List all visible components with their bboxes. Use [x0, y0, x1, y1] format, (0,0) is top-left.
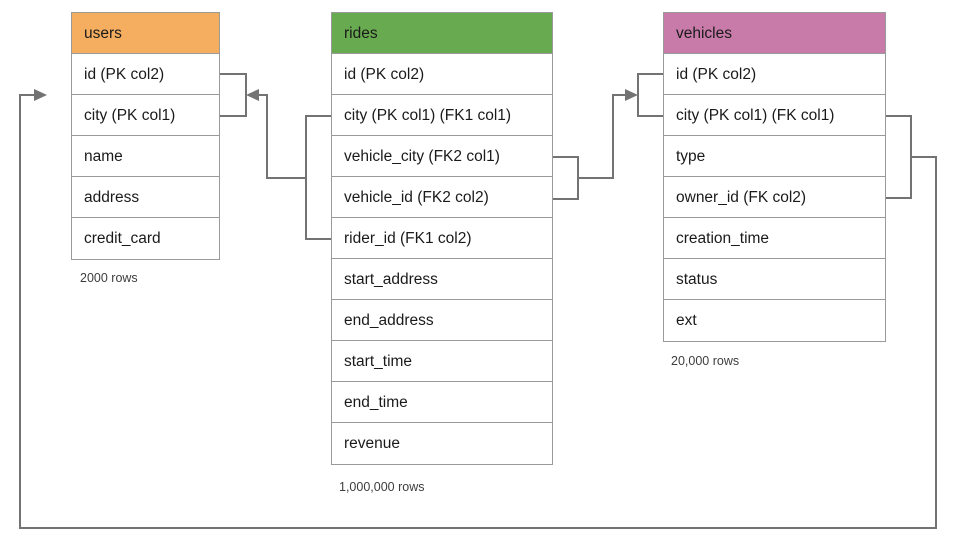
- table-vehicles-column-owner-id[interactable]: owner_id (FK col2): [664, 177, 885, 218]
- table-users-column-city[interactable]: city (PK col1): [72, 95, 219, 136]
- edge-rides-to-users-path: [255, 94, 306, 179]
- edge-rides-to-vehicles-target-bracket: [637, 73, 663, 117]
- table-rides-column-end-address[interactable]: end_address: [332, 300, 552, 341]
- edge-vehicles-to-users-arrowhead: [34, 89, 47, 101]
- table-rides-column-rider-id[interactable]: rider_id (FK1 col2): [332, 218, 552, 259]
- edge-rides-to-users-arrowhead: [246, 89, 259, 101]
- table-vehicles-row-count: 20,000 rows: [671, 354, 740, 368]
- table-users-column-address[interactable]: address: [72, 177, 219, 218]
- table-rides-row-count: 1,000,000 rows: [339, 480, 425, 494]
- table-vehicles-column-status[interactable]: status: [664, 259, 885, 300]
- table-rides-column-city[interactable]: city (PK col1) (FK1 col1): [332, 95, 552, 136]
- table-rides-header: rides: [332, 13, 552, 54]
- edge-rides-to-vehicles-bracket: [553, 156, 579, 200]
- table-vehicles-column-creation-time[interactable]: creation_time: [664, 218, 885, 259]
- edge-rides-to-vehicles-arrowhead: [625, 89, 638, 101]
- table-vehicles-column-type[interactable]: type: [664, 136, 885, 177]
- table-rides-column-id[interactable]: id (PK col2): [332, 54, 552, 95]
- table-rides-column-vehicle-id[interactable]: vehicle_id (FK2 col2): [332, 177, 552, 218]
- table-vehicles-column-city[interactable]: city (PK col1) (FK col1): [664, 95, 885, 136]
- table-users-column-name[interactable]: name: [72, 136, 219, 177]
- table-users-column-id[interactable]: id (PK col2): [72, 54, 219, 95]
- edge-rides-to-users-bracket: [305, 115, 331, 240]
- table-users[interactable]: users id (PK col2) city (PK col1) name a…: [71, 12, 220, 260]
- edge-vehicles-to-users-bracket: [886, 115, 912, 199]
- table-vehicles-column-id[interactable]: id (PK col2): [664, 54, 885, 95]
- table-rides-column-revenue[interactable]: revenue: [332, 423, 552, 464]
- table-rides[interactable]: rides id (PK col2) city (PK col1) (FK1 c…: [331, 12, 553, 465]
- edge-rides-to-users-target-bracket: [220, 73, 247, 117]
- table-users-row-count: 2000 rows: [80, 271, 138, 285]
- table-rides-column-vehicle-city[interactable]: vehicle_city (FK2 col1): [332, 136, 552, 177]
- table-users-header: users: [72, 13, 219, 54]
- table-users-column-credit-card[interactable]: credit_card: [72, 218, 219, 259]
- edge-rides-to-vehicles-path: [578, 94, 626, 179]
- table-vehicles-header: vehicles: [664, 13, 885, 54]
- table-vehicles[interactable]: vehicles id (PK col2) city (PK col1) (FK…: [663, 12, 886, 342]
- edge-rides-to-users: [220, 73, 331, 240]
- table-rides-column-end-time[interactable]: end_time: [332, 382, 552, 423]
- table-rides-column-start-address[interactable]: start_address: [332, 259, 552, 300]
- edge-rides-to-vehicles: [553, 73, 663, 200]
- table-rides-column-start-time[interactable]: start_time: [332, 341, 552, 382]
- table-vehicles-column-ext[interactable]: ext: [664, 300, 885, 341]
